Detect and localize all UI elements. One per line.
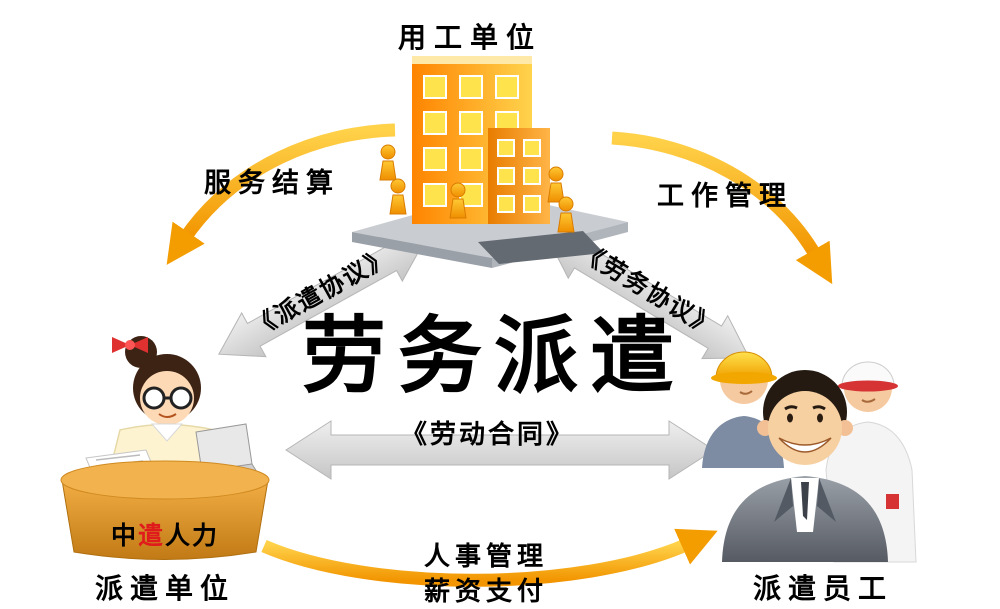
- small-people-figures: [379, 144, 575, 233]
- dispatched-workers-illustration: [702, 351, 917, 563]
- dispatch-clerk-illustration: [60, 336, 270, 560]
- desk-brand-label: 中遣人力: [111, 522, 219, 551]
- labor-contract-label: 《劳动合同》: [400, 419, 576, 449]
- employer-building-illustration: [352, 56, 628, 268]
- glasses-icon: [142, 386, 193, 410]
- brand-black-left: 中: [110, 522, 138, 550]
- employees-label: 派遣员工: [752, 573, 894, 604]
- brand-red-char: 遣: [137, 522, 166, 550]
- brand-black-right: 人力: [165, 522, 220, 550]
- hard-hat-worker: [702, 351, 784, 468]
- service-settlement-arrow: [166, 123, 396, 265]
- salary-payment-label: 薪资支付: [423, 576, 549, 606]
- service-settlement-label: 服务结算: [204, 168, 340, 198]
- building-windows: [423, 75, 519, 207]
- front-worker: [722, 370, 888, 562]
- work-management-arrow: [611, 131, 833, 285]
- hr-salary-arrow: [261, 528, 718, 587]
- employer-label: 用工单位: [397, 22, 543, 53]
- hr-management-label: 人事管理: [423, 541, 549, 571]
- center-title: 劳务派遣: [301, 306, 687, 405]
- work-management-label: 工作管理: [657, 181, 793, 211]
- dispatch-unit-label: 派遣单位: [94, 573, 236, 604]
